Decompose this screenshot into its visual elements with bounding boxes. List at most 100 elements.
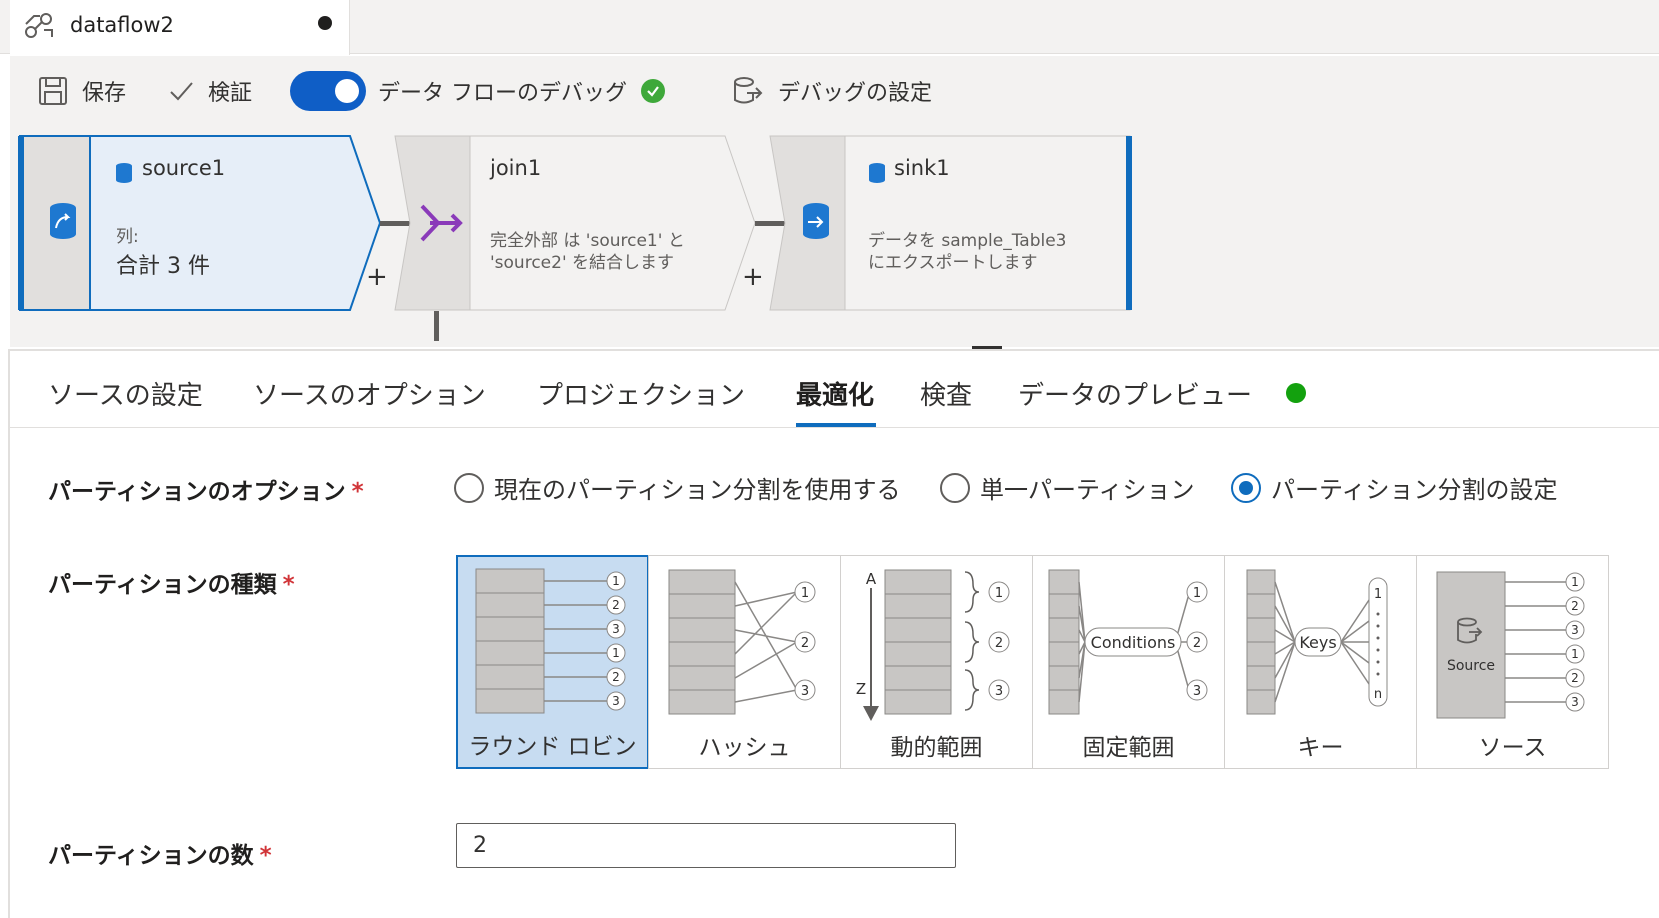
svg-text:2: 2 [995, 636, 1003, 651]
connector-line [380, 221, 420, 226]
tab-source-settings[interactable]: ソースの設定 [48, 381, 203, 411]
debug-label: データ フローのデバッグ [378, 81, 627, 106]
svg-text:1: 1 [612, 574, 620, 588]
tab-data-preview[interactable]: データのプレビュー [1018, 381, 1253, 411]
debug-settings-button[interactable]: デバッグの設定 [732, 56, 932, 126]
svg-text:1: 1 [1193, 586, 1201, 601]
svg-text:2: 2 [612, 670, 620, 684]
partition-count-input[interactable] [456, 823, 956, 868]
round-robin-diagram-icon: 1 2 3 1 2 3 [475, 568, 626, 714]
validate-label: 検証 [208, 81, 253, 106]
sql-icon [869, 163, 885, 183]
svg-text:3: 3 [612, 622, 620, 636]
tab-projection[interactable]: プロジェクション [537, 381, 746, 411]
radio-circle-selected [1231, 472, 1261, 503]
join-icon [420, 204, 463, 242]
tab-inspect[interactable]: 検査 [920, 381, 973, 411]
partition-type-label: パーティションの種類* [48, 572, 295, 598]
svg-text:2: 2 [801, 636, 809, 651]
radio-use-current-partitioning[interactable]: 現在のパーティション分割を使用する [454, 470, 901, 505]
partition-type-key[interactable]: Keys 1 n キー [1224, 555, 1417, 769]
join-desc-line1: 完全外部 は 'source1' と [490, 231, 685, 251]
radio-label: パーティション分割の設定 [1271, 476, 1558, 504]
unsaved-indicator [318, 16, 332, 30]
svg-text:2: 2 [1193, 636, 1201, 651]
validate-button[interactable]: 検証 [168, 56, 252, 126]
last-key-letter: n [1374, 687, 1382, 702]
partition-type-name: 動的範囲 [890, 735, 983, 761]
partition-count-label: パーティションの数* [48, 843, 272, 869]
svg-text:3: 3 [1571, 623, 1579, 637]
range-end-letter: Z [856, 680, 866, 698]
sink-node-name: sink1 [894, 156, 950, 180]
checkmark-icon [170, 82, 193, 101]
flow-graph [18, 135, 1132, 341]
source-text: Source [1447, 658, 1495, 674]
active-tab-indicator [796, 423, 876, 427]
partition-type-fixed-range[interactable]: Conditions 1 2 3 固定範囲 [1032, 555, 1225, 769]
dataflow-tab[interactable]: dataflow2 [10, 0, 350, 55]
sink-db-icon [803, 203, 829, 239]
range-start-letter: A [866, 570, 877, 588]
svg-text:2: 2 [1571, 599, 1579, 613]
add-transform-button[interactable]: + [742, 262, 764, 292]
panel-resize-handle[interactable] [972, 346, 1002, 349]
settings-tab-bar: ソースの設定 ソースのオプション プロジェクション 最適化 検査 データのプレビ… [10, 349, 1659, 428]
join-input-connector [434, 311, 439, 341]
source-node-name: source1 [142, 156, 226, 180]
hash-diagram-icon: 123 [668, 569, 816, 715]
save-icon [39, 77, 67, 105]
sink-node-shape[interactable] [769, 135, 1132, 311]
partition-type-name: ラウンド ロビン [468, 734, 637, 760]
radio-circle [454, 472, 484, 503]
preview-status-dot [1286, 383, 1306, 403]
save-button[interactable]: 保存 [38, 56, 126, 126]
dataflow-canvas[interactable]: source1 列: 合計 3 件 + join1 完全外部 は 'source… [10, 126, 1659, 347]
toolbar: 保存 検証 データ フローのデバッグ デバッグの設定 [10, 56, 1659, 126]
required-mark: * [351, 479, 364, 505]
radio-circle [940, 472, 970, 503]
radio-single-partition[interactable]: 単一パーティション [940, 470, 1195, 505]
radio-set-partitioning[interactable]: パーティション分割の設定 [1231, 470, 1558, 505]
fixed-range-diagram-icon: Conditions 1 2 3 [1048, 569, 1208, 715]
partition-type-name: 固定範囲 [1082, 735, 1175, 761]
key-diagram-icon: Keys 1 n [1246, 569, 1388, 715]
svg-text:3: 3 [612, 694, 620, 708]
partition-type-name: ハッシュ [698, 735, 791, 761]
svg-text:2: 2 [612, 598, 620, 612]
partition-type-dynamic-range[interactable]: 1 2 3 A Z 動的範囲 [840, 555, 1033, 769]
sink-desc-line1: データを sample_Table3 [868, 231, 1067, 251]
connector-line [755, 221, 795, 226]
debug-status: データ フローのデバッグ [378, 56, 665, 126]
add-transform-button[interactable]: + [366, 262, 388, 292]
tab-optimize[interactable]: 最適化 [796, 381, 875, 411]
svg-text:3: 3 [995, 684, 1003, 699]
sql-icon [116, 163, 132, 183]
debug-settings-label: デバッグの設定 [778, 81, 933, 106]
debug-settings-icon [734, 77, 763, 104]
required-mark: * [282, 572, 295, 598]
source-node-shape[interactable] [18, 135, 382, 311]
svg-text:3: 3 [1571, 695, 1579, 709]
partition-type-name: ソース [1478, 735, 1547, 761]
success-check-icon [641, 79, 665, 103]
partition-type-round-robin[interactable]: 1 2 3 1 2 3 ラウンド ロビン [456, 555, 649, 769]
dynamic-range-diagram-icon: 1 2 3 A Z [856, 569, 1010, 721]
partition-option-label: パーティションのオプション* [48, 479, 364, 505]
svg-text:1: 1 [612, 646, 620, 660]
conditions-text: Conditions [1091, 633, 1176, 652]
tab-source-options[interactable]: ソースのオプション [253, 381, 486, 411]
join-desc-line2: 'source2' を結合します [490, 253, 675, 273]
join-node-name: join1 [490, 156, 542, 180]
debug-toggle[interactable] [290, 71, 366, 111]
svg-text:1: 1 [801, 586, 809, 601]
source-columns-value: 合計 3 件 [116, 254, 210, 279]
svg-text:1: 1 [995, 586, 1003, 601]
radio-label: 単一パーティション [980, 476, 1195, 504]
required-mark: * [259, 843, 272, 869]
svg-text:3: 3 [1193, 684, 1201, 699]
save-label: 保存 [82, 81, 127, 106]
